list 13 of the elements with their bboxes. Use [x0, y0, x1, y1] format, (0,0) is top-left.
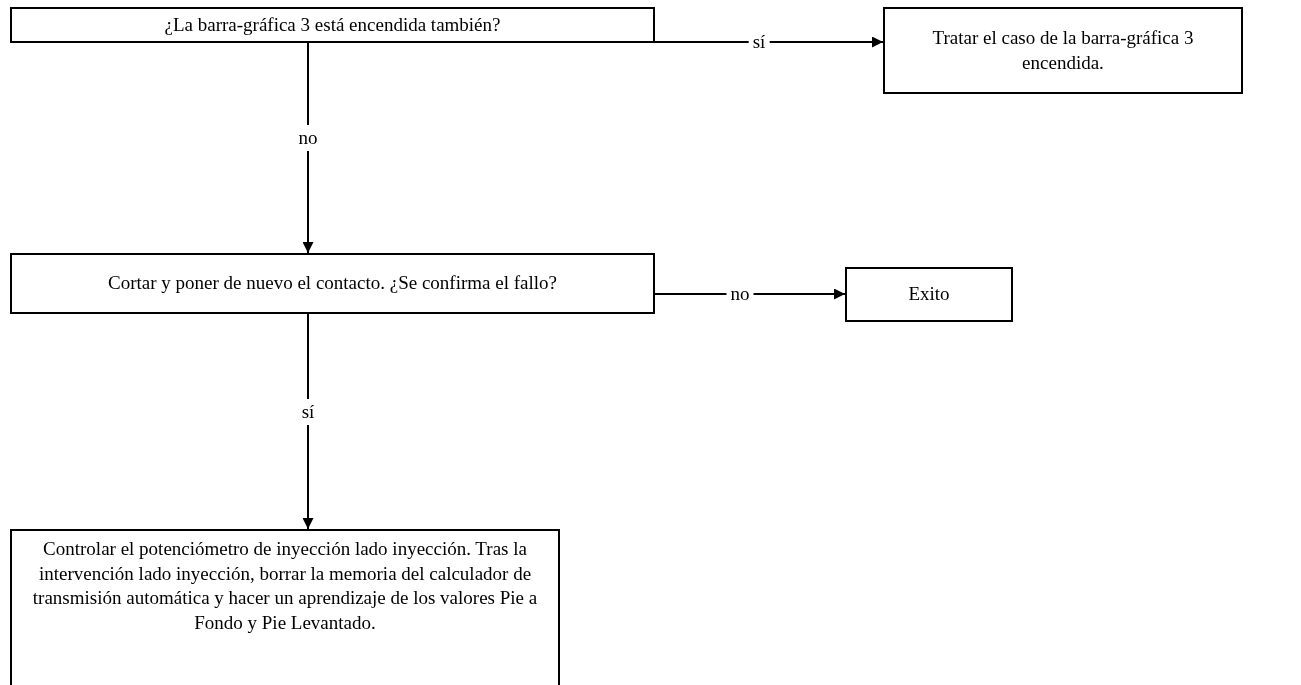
box-text: Cortar y poner de nuevo el contacto. ¿Se confirma el fallo? — [108, 271, 557, 296]
process-box — [10, 253, 655, 314]
box-text: Tratar el caso de la barra-gráfica 3 encendida. — [931, 25, 1195, 75]
process-box — [845, 267, 1013, 322]
box-text: Controlar el potenciómetro de inyección lado inyección. Tras la intervención lado inyección, borrar la memoria del calculador de transmisión automática y hacer un aprendizaje de los valores Pie a Fondo y Pie Levantado. — [31, 537, 539, 636]
process-box — [883, 7, 1243, 94]
arrow — [654, 36, 884, 48]
arrow — [302, 42, 314, 254]
arrow — [302, 313, 314, 530]
box-text: ¿La barra-gráfica 3 está encendida también? — [164, 12, 501, 37]
process-box — [10, 529, 560, 685]
box-text: Exito — [908, 282, 950, 307]
process-box — [10, 7, 655, 43]
